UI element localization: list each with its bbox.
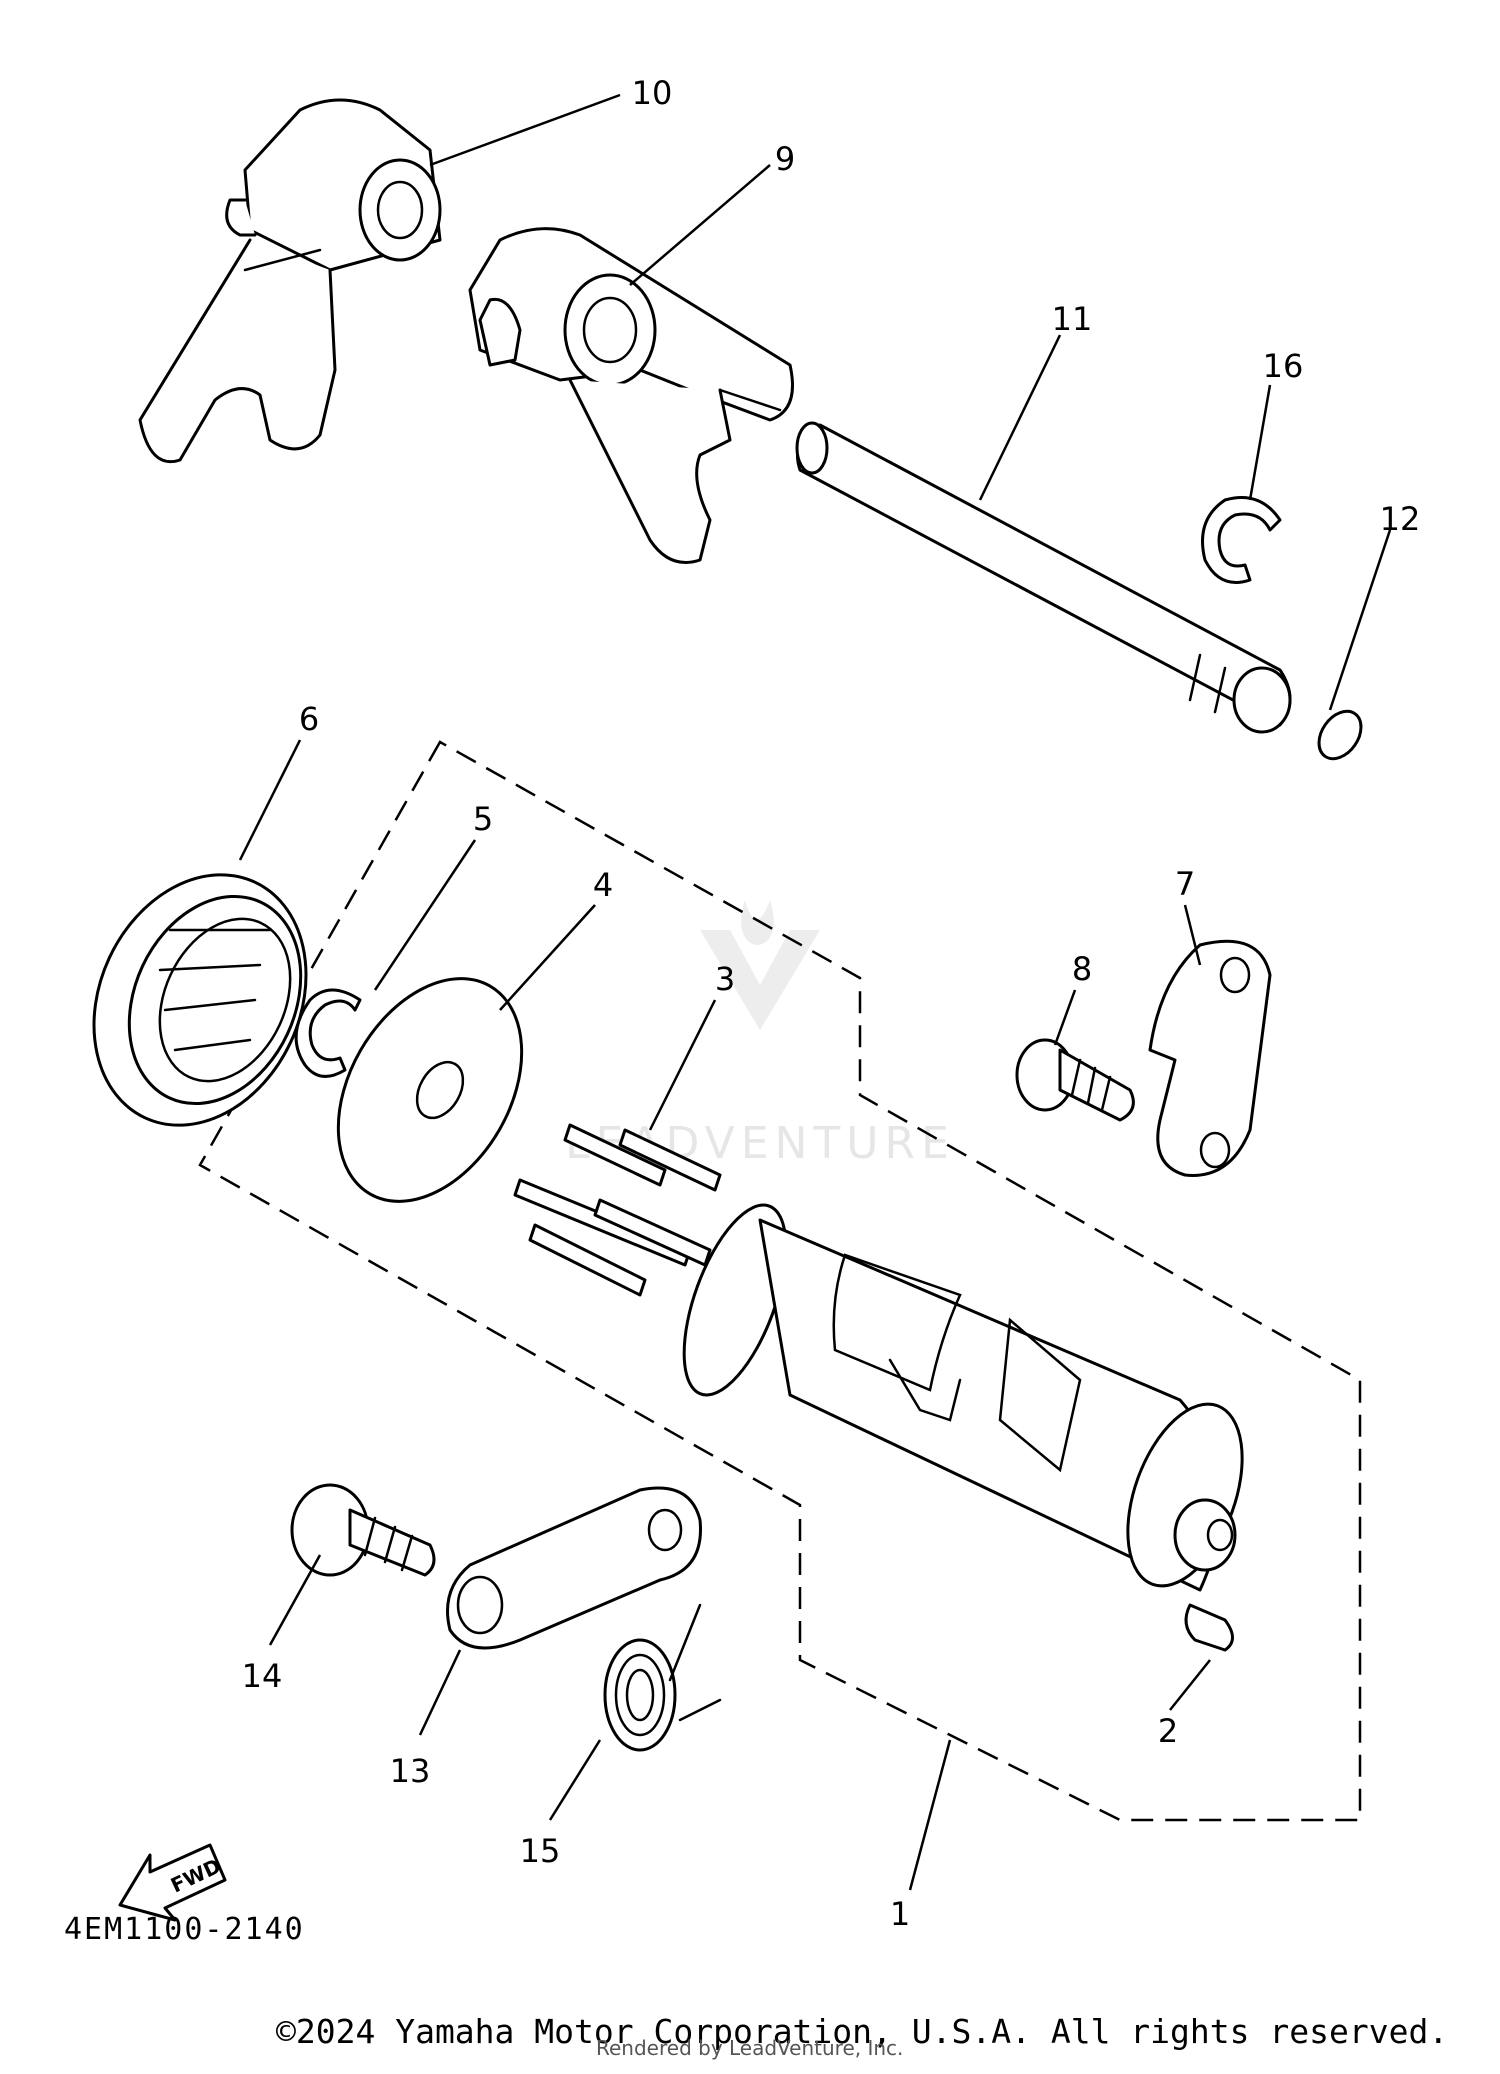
callout-3: 3 bbox=[715, 960, 735, 998]
callout-14: 14 bbox=[242, 1657, 283, 1695]
copyright-notice: ©2024 Yamaha Motor Corporation, U.S.A. A… bbox=[276, 2012, 1449, 2051]
shift-drum-1 bbox=[682, 1203, 1244, 1592]
callout-6: 6 bbox=[299, 700, 319, 738]
plate-7 bbox=[1148, 939, 1272, 1177]
bearing-6 bbox=[92, 873, 308, 1127]
shift-rod-11 bbox=[795, 421, 1292, 734]
callout-labels: 1 2 3 4 5 6 7 8 9 10 11 12 13 14 15 16 bbox=[242, 74, 1421, 1933]
callout-4: 4 bbox=[593, 866, 613, 904]
dowel-pin-2 bbox=[1184, 1603, 1234, 1652]
shift-fork-10 bbox=[138, 98, 442, 463]
shift-fork-9 bbox=[468, 227, 794, 564]
washer-4 bbox=[336, 977, 524, 1203]
callout-7: 7 bbox=[1175, 865, 1195, 903]
screw-14 bbox=[290, 1483, 436, 1577]
spring-15 bbox=[603, 1603, 722, 1752]
assembly-boundary bbox=[198, 740, 1362, 1822]
circlip-5 bbox=[294, 988, 362, 1078]
leadventure-watermark: LEADVENTURE bbox=[565, 900, 949, 1169]
callout-10: 10 bbox=[632, 74, 673, 112]
rendered-by-credit: Rendered by LeadVenture, Inc. bbox=[596, 2036, 904, 2060]
pins-3 bbox=[513, 1123, 722, 1297]
callout-2: 2 bbox=[1158, 1712, 1178, 1750]
washer-12 bbox=[1317, 709, 1363, 761]
callout-8: 8 bbox=[1072, 950, 1092, 988]
callout-16: 16 bbox=[1263, 347, 1304, 385]
circlip-16 bbox=[1201, 496, 1282, 584]
leader-lines bbox=[238, 93, 1392, 1891]
callout-1: 1 bbox=[890, 1895, 910, 1933]
screw-8 bbox=[1015, 1038, 1135, 1122]
diagram-code: 4EM1100-2140 bbox=[64, 1912, 305, 1947]
callout-5: 5 bbox=[473, 800, 493, 838]
lever-13 bbox=[446, 1486, 702, 1650]
fwd-arrow-icon: FWD bbox=[118, 1843, 227, 1922]
callout-15: 15 bbox=[520, 1832, 561, 1870]
callout-11: 11 bbox=[1052, 300, 1093, 338]
callout-12: 12 bbox=[1380, 500, 1421, 538]
callout-9: 9 bbox=[775, 140, 795, 178]
callout-13: 13 bbox=[390, 1752, 431, 1790]
